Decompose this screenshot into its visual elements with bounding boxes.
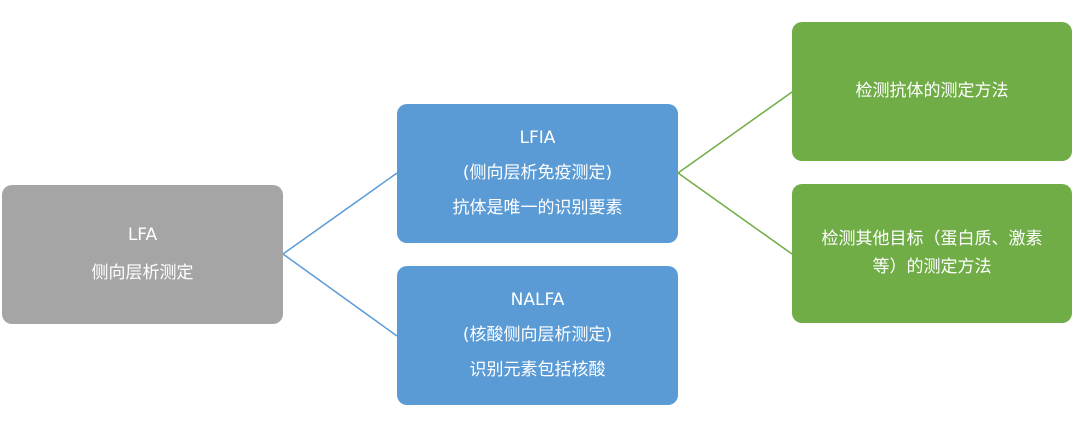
node-antibody-method-label: 检测抗体的测定方法 bbox=[855, 81, 1009, 101]
connector-lfia-other bbox=[677, 172, 793, 255]
node-nalfa-note: 识别元素包括核酸 bbox=[469, 360, 606, 380]
node-lfia-note: 抗体是唯一的识别要素 bbox=[452, 198, 623, 218]
node-antibody-method: 检测抗体的测定方法 bbox=[792, 22, 1072, 161]
node-nalfa-name: (核酸侧向层析测定) bbox=[462, 325, 613, 345]
node-lfa-name: 侧向层析测定 bbox=[91, 263, 194, 283]
node-lfia-name: (侧向层析免疫测定) bbox=[462, 163, 613, 183]
connector-lfa-nalfa bbox=[282, 253, 398, 337]
node-lfa: LFA 侧向层析测定 bbox=[2, 185, 283, 324]
node-lfia-abbr: LFIA bbox=[519, 128, 556, 148]
node-nalfa: NALFA (核酸侧向层析测定) 识别元素包括核酸 bbox=[397, 266, 678, 405]
node-other-targets: 检测其他目标（蛋白质、激素 等）的测定方法 bbox=[792, 184, 1072, 323]
node-nalfa-abbr: NALFA bbox=[510, 290, 565, 310]
node-other-targets-line2: 等）的测定方法 bbox=[872, 257, 992, 277]
node-lfa-abbr: LFA bbox=[127, 225, 158, 245]
node-lfia: LFIA (侧向层析免疫测定) 抗体是唯一的识别要素 bbox=[397, 104, 678, 243]
connector-lfa-lfia bbox=[282, 172, 398, 255]
node-other-targets-line1: 检测其他目标（蛋白质、激素 bbox=[821, 229, 1043, 249]
connector-lfia-antibody bbox=[677, 91, 793, 174]
